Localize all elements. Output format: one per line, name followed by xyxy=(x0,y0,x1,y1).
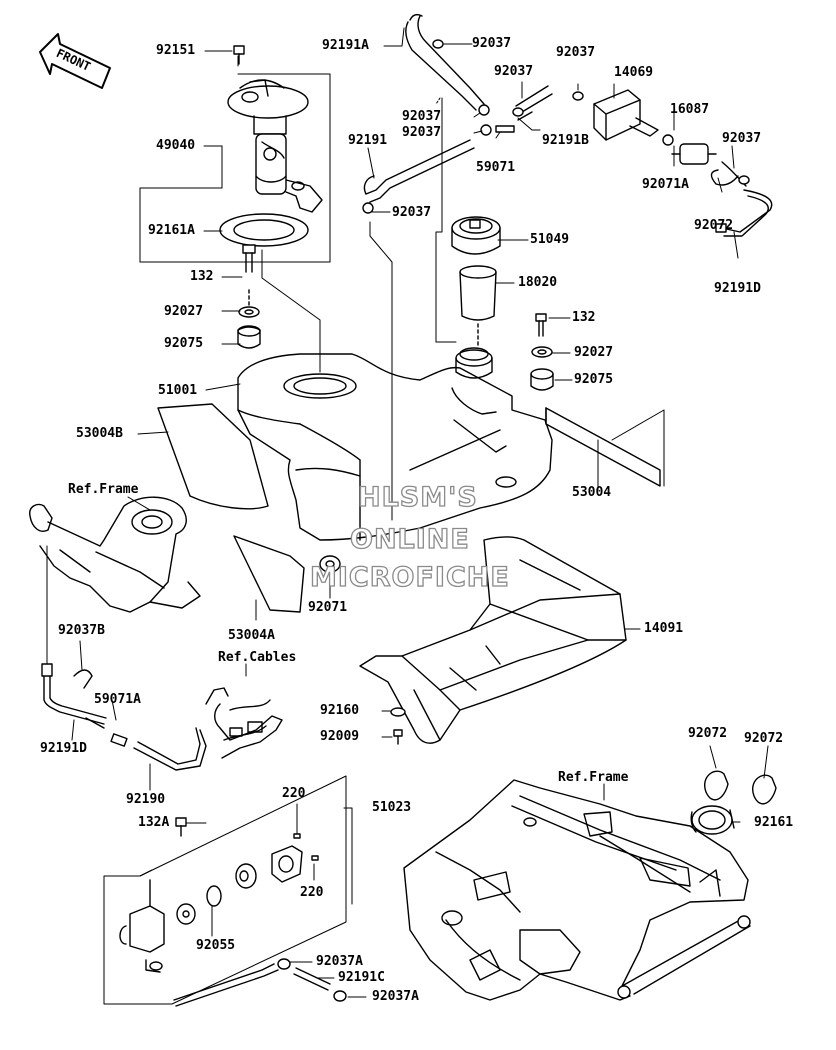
filler-neck xyxy=(455,347,493,379)
part-label-59071A[interactable]: 59071A xyxy=(94,692,141,707)
part-label-132A[interactable]: 132A xyxy=(138,815,170,830)
ref-frame-top-label: Ref.Frame xyxy=(68,482,139,497)
part-label-18020[interactable]: 18020 xyxy=(518,275,558,290)
part-label-92037-top[interactable]: 92037 xyxy=(472,36,512,51)
bottom-hose-92191C xyxy=(173,958,347,1007)
part-label-92037B[interactable]: 92037B xyxy=(58,623,105,638)
left-mount-hardware xyxy=(237,244,261,349)
tank-tray-14091 xyxy=(359,536,627,744)
part-label-51023[interactable]: 51023 xyxy=(372,800,412,815)
part-label-92037A-1[interactable]: 92037A xyxy=(316,954,363,969)
part-label-92191A[interactable]: 92191A xyxy=(322,38,369,53)
part-label-53004B[interactable]: 53004B xyxy=(76,426,123,441)
fuel-cock-parts xyxy=(176,833,319,925)
pad-53004 xyxy=(545,407,665,487)
pad-53004B xyxy=(157,403,269,510)
part-label-92072-b2[interactable]: 92072 xyxy=(744,731,784,746)
part-label-92191D-left[interactable]: 92191D xyxy=(40,741,87,756)
right-mount-hardware xyxy=(530,313,554,391)
support-line-pump xyxy=(435,97,441,105)
part-label-92037-mid2[interactable]: 92037 xyxy=(556,45,596,60)
part-label-92072-b1[interactable]: 92072 xyxy=(688,726,728,741)
left-hose-assembly xyxy=(41,545,207,771)
part-label-92072-top[interactable]: 92072 xyxy=(694,218,734,233)
fuel-pump-group-outline xyxy=(139,55,331,263)
pump-to-tank-guide xyxy=(261,249,321,373)
part-label-16087[interactable]: 16087 xyxy=(670,102,710,117)
watermark-line-3: MICROFICHE xyxy=(309,562,510,593)
fuel-cock xyxy=(119,817,187,973)
right-hose-92191D xyxy=(710,161,773,237)
pump-gasket xyxy=(219,213,309,247)
evap-valve-14069 xyxy=(593,89,659,141)
pad-53004A xyxy=(233,535,305,613)
frame-section-bottom xyxy=(403,779,751,1001)
part-label-53004[interactable]: 53004 xyxy=(572,485,612,500)
part-label-92160[interactable]: 92160 xyxy=(320,703,360,718)
ref-cables xyxy=(205,687,283,759)
part-label-92027-right[interactable]: 92027 xyxy=(574,345,614,360)
part-label-92151[interactable]: 92151 xyxy=(156,43,196,58)
part-label-59071[interactable]: 59071 xyxy=(476,160,516,175)
part-label-92190[interactable]: 92190 xyxy=(126,792,166,807)
part-label-92191C[interactable]: 92191C xyxy=(338,970,385,985)
part-label-92071A[interactable]: 92071A xyxy=(642,177,689,192)
part-label-92191D-right[interactable]: 92191D xyxy=(714,281,761,296)
part-label-92037A-2[interactable]: 92037A xyxy=(372,989,419,1004)
part-label-92037-mid4[interactable]: 92037 xyxy=(402,125,442,140)
part-label-92075-right[interactable]: 92075 xyxy=(574,372,614,387)
part-label-92037-hose[interactable]: 92037 xyxy=(392,205,432,220)
part-label-51049[interactable]: 51049 xyxy=(530,232,570,247)
fuel-filter-16087 xyxy=(662,134,717,165)
part-label-14091[interactable]: 14091 xyxy=(644,621,684,636)
part-label-92191[interactable]: 92191 xyxy=(348,133,388,148)
part-label-132-right[interactable]: 132 xyxy=(572,310,596,325)
fuel-pump-body xyxy=(253,115,323,213)
ref-cables-label: Ref.Cables xyxy=(218,650,297,665)
part-label-92055[interactable]: 92055 xyxy=(196,938,236,953)
front-arrow-icon xyxy=(39,33,111,89)
clamps-and-grommet xyxy=(690,770,777,835)
part-label-92037-mid3[interactable]: 92037 xyxy=(402,109,442,124)
part-label-92009[interactable]: 92009 xyxy=(320,729,360,744)
part-label-92027-left[interactable]: 92027 xyxy=(164,304,204,319)
fuel-cock-group-outline xyxy=(103,775,347,1005)
part-label-92161[interactable]: 92161 xyxy=(754,815,794,830)
washer-92071 xyxy=(319,555,341,573)
fuel-pump-flange xyxy=(227,79,309,119)
part-label-92037-mid1[interactable]: 92037 xyxy=(494,64,534,79)
part-label-92161A[interactable]: 92161A xyxy=(148,223,195,238)
part-label-92037-right[interactable]: 92037 xyxy=(722,131,762,146)
filler-strainer xyxy=(459,265,497,347)
vent-hose-system xyxy=(362,13,584,214)
bushing-and-bolt xyxy=(390,707,406,745)
ref-frame-bottom-label: Ref.Frame xyxy=(558,770,629,785)
watermark-line-1: HLSM'S xyxy=(357,482,478,513)
fuel-tank xyxy=(237,353,553,541)
part-label-92071[interactable]: 92071 xyxy=(308,600,348,615)
part-label-51001[interactable]: 51001 xyxy=(158,383,198,398)
part-label-220-top[interactable]: 220 xyxy=(282,786,306,801)
part-label-49040[interactable]: 49040 xyxy=(156,138,196,153)
bolt-92151 xyxy=(233,45,245,65)
watermark-line-2: ONLINE xyxy=(349,524,470,555)
part-label-53004A[interactable]: 53004A xyxy=(228,628,275,643)
fuel-cap xyxy=(451,216,501,255)
part-label-92075-left[interactable]: 92075 xyxy=(164,336,204,351)
part-label-92191B[interactable]: 92191B xyxy=(542,133,589,148)
frame-section-top xyxy=(29,496,201,613)
part-label-220-bottom[interactable]: 220 xyxy=(300,885,324,900)
part-label-132-top[interactable]: 132 xyxy=(190,269,214,284)
part-label-14069[interactable]: 14069 xyxy=(614,65,654,80)
